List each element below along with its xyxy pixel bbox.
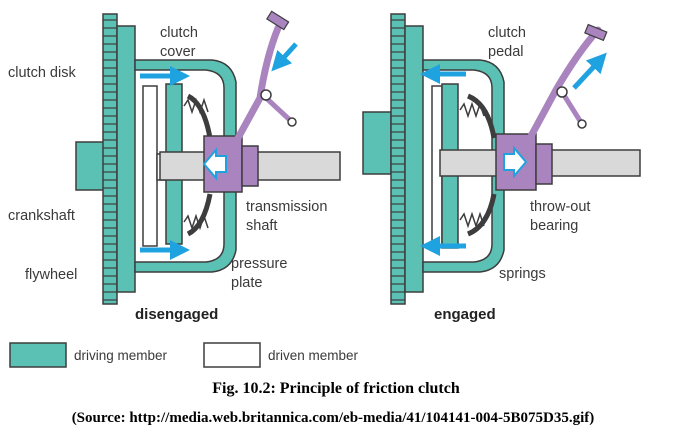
engaged-clutch xyxy=(362,13,641,305)
legend-swatch-driven xyxy=(203,342,261,368)
label-flywheel: flywheel xyxy=(25,267,77,283)
arrow-bearing-left xyxy=(202,147,227,181)
legend-swatch-driving xyxy=(9,342,67,368)
disengaged-clutch xyxy=(75,10,341,305)
pedal-link-2 xyxy=(559,89,585,127)
clutch-cover-2 xyxy=(422,59,505,273)
label-pressure-plate-line2: plate xyxy=(231,275,262,291)
label-clutch-pedal-line2: pedal xyxy=(488,44,523,60)
clutch-pedal-lever xyxy=(234,24,282,142)
label-clutch-pedal-line1: clutch xyxy=(488,25,526,41)
throwout-collar xyxy=(241,145,259,187)
label-pressure-plate-line1: pressure xyxy=(231,256,287,272)
arrow-pedal-release xyxy=(572,52,607,90)
label-clutch-disk: clutch disk xyxy=(8,65,76,81)
label-clutch-cover-line1: clutch xyxy=(160,25,198,41)
legend-label-driving: driving member xyxy=(74,348,168,363)
flywheel-teeth-2 xyxy=(390,13,406,305)
crankshaft-hub-2 xyxy=(362,111,392,175)
pedal-pivot xyxy=(260,89,272,101)
label-throwout-line2: bearing xyxy=(530,218,578,234)
arrow-pedal-push xyxy=(271,42,298,72)
release-finger-lower-2 xyxy=(466,193,497,237)
release-finger-lower xyxy=(186,193,213,237)
label-springs: springs xyxy=(499,266,546,282)
throwout-collar-2 xyxy=(535,143,553,185)
label-crankshaft: crankshaft xyxy=(8,208,75,224)
spring-lower-2 xyxy=(459,211,485,229)
figure-caption: Fig. 10.2: Principle of friction clutch xyxy=(212,380,460,397)
clutch-pedal xyxy=(266,10,290,31)
label-clutch-cover-line2: cover xyxy=(160,44,196,60)
link-pivot xyxy=(287,117,297,127)
label-transmission-line1: transmission xyxy=(246,199,327,215)
flywheel-2 xyxy=(404,25,424,293)
arrow-bearing-right xyxy=(503,145,528,179)
state-engaged: engaged xyxy=(434,306,496,323)
legend-label-driven: driven member xyxy=(268,348,359,363)
clutch-pedal-2 xyxy=(584,23,608,42)
label-throwout-line1: throw-out xyxy=(530,199,590,215)
flywheel xyxy=(116,25,136,293)
flywheel-teeth xyxy=(102,13,118,305)
legend: driving member driven member xyxy=(9,342,359,368)
pedal-link xyxy=(261,93,295,125)
clutch-pedal-lever-2 xyxy=(526,26,602,142)
link-pivot-2 xyxy=(577,119,587,129)
release-finger-upper-2 xyxy=(466,93,497,139)
pedal-pivot-2 xyxy=(556,86,568,98)
label-transmission-line2: shaft xyxy=(246,218,277,234)
release-finger-upper xyxy=(186,93,213,139)
figure-source: (Source: http://media.web.britannica.com… xyxy=(72,410,595,426)
clutch-cover xyxy=(134,59,237,273)
state-disengaged: disengaged xyxy=(135,306,218,323)
